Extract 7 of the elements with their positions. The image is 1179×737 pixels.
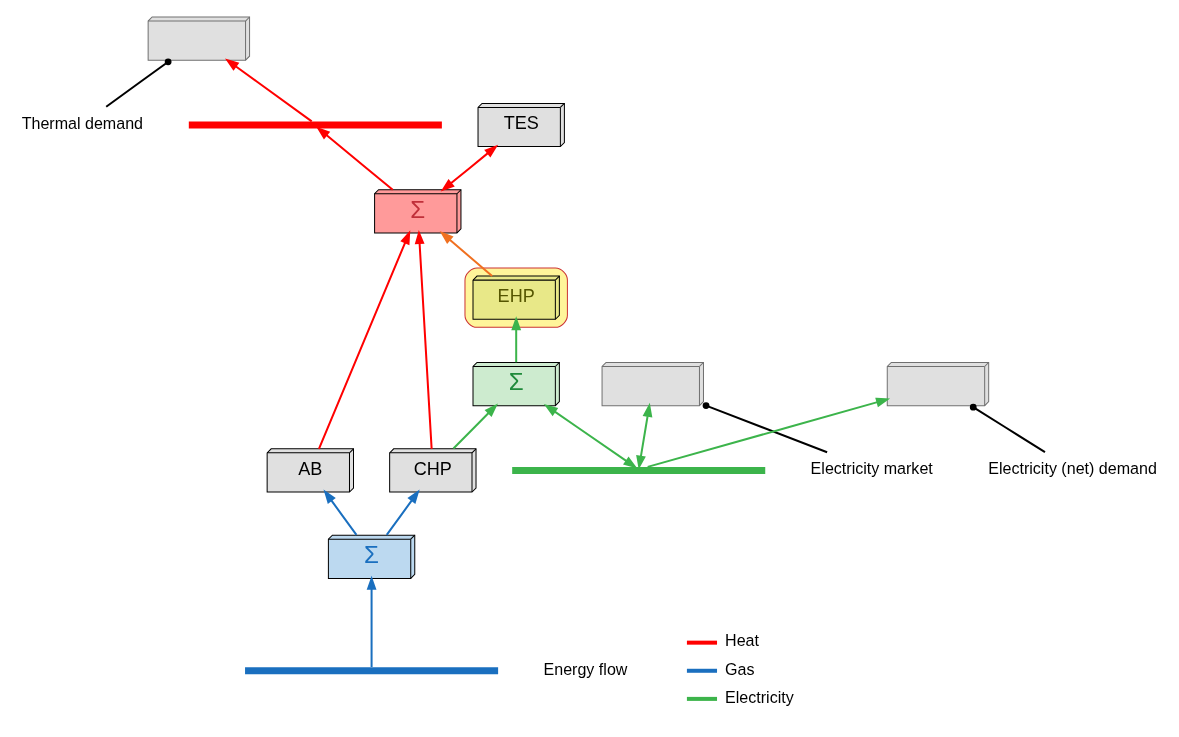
node-text: Electricity (net) demand	[988, 459, 1157, 478]
legend-label: Gas	[725, 659, 755, 678]
legend-label: Heat	[725, 631, 759, 650]
label: Energy flow	[543, 659, 628, 678]
node-text: Thermal demand	[21, 113, 144, 132]
legend-label: Electricity	[725, 687, 794, 706]
node-text: Electricity market	[810, 459, 933, 478]
